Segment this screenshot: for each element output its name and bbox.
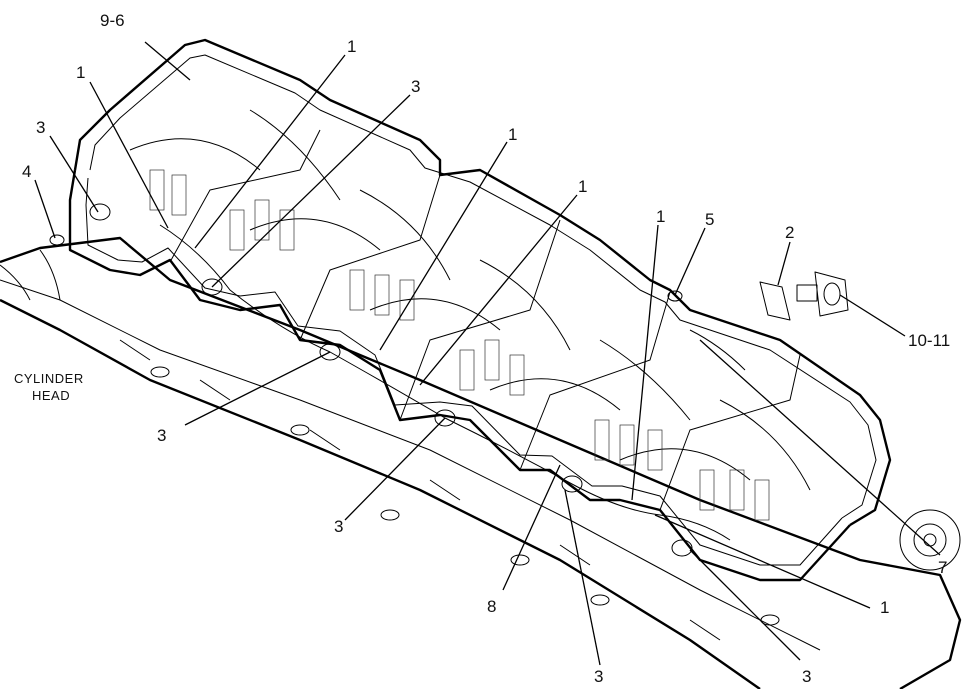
- wiring-harness: [159, 224, 746, 541]
- label-3-bottom: 3: [594, 667, 603, 686]
- sensor-assembly: [759, 271, 849, 321]
- label-3-top-left: 3: [36, 118, 45, 137]
- label-3-mid: 3: [334, 517, 343, 536]
- label-3-top-mid: 3: [411, 77, 420, 96]
- valve-cover-base: [68, 38, 892, 582]
- label-10-11: 10-11: [908, 331, 950, 350]
- leader-lines: [34, 41, 941, 666]
- label-5: 5: [705, 210, 714, 229]
- fastener-details: [49, 234, 683, 302]
- label-3-bottom-right: 3: [802, 667, 811, 686]
- label-8: 8: [487, 597, 496, 616]
- label-1-mid: 1: [508, 125, 517, 144]
- label-cylinder: CYLINDER: [14, 371, 84, 386]
- label-1-mid2: 1: [578, 177, 587, 196]
- label-1-top-mid: 1: [347, 37, 356, 56]
- cylinder-bays: [89, 109, 811, 557]
- label-3-mid-left: 3: [157, 426, 166, 445]
- label-2: 2: [785, 223, 794, 242]
- label-head: HEAD: [32, 388, 70, 403]
- label-9-6: 9-6: [100, 11, 125, 30]
- label-7: 7: [938, 558, 947, 577]
- cylinder-head-casting: [0, 236, 962, 689]
- label-1-top-left: 1: [76, 63, 85, 82]
- label-1-right: 1: [656, 207, 665, 226]
- label-1-bottom-right: 1: [880, 598, 889, 617]
- callout-labels: 9-6 1 1 3 3 4 1 1 1 5 2 10-11 CYLINDER H…: [14, 11, 950, 686]
- label-4: 4: [22, 162, 31, 181]
